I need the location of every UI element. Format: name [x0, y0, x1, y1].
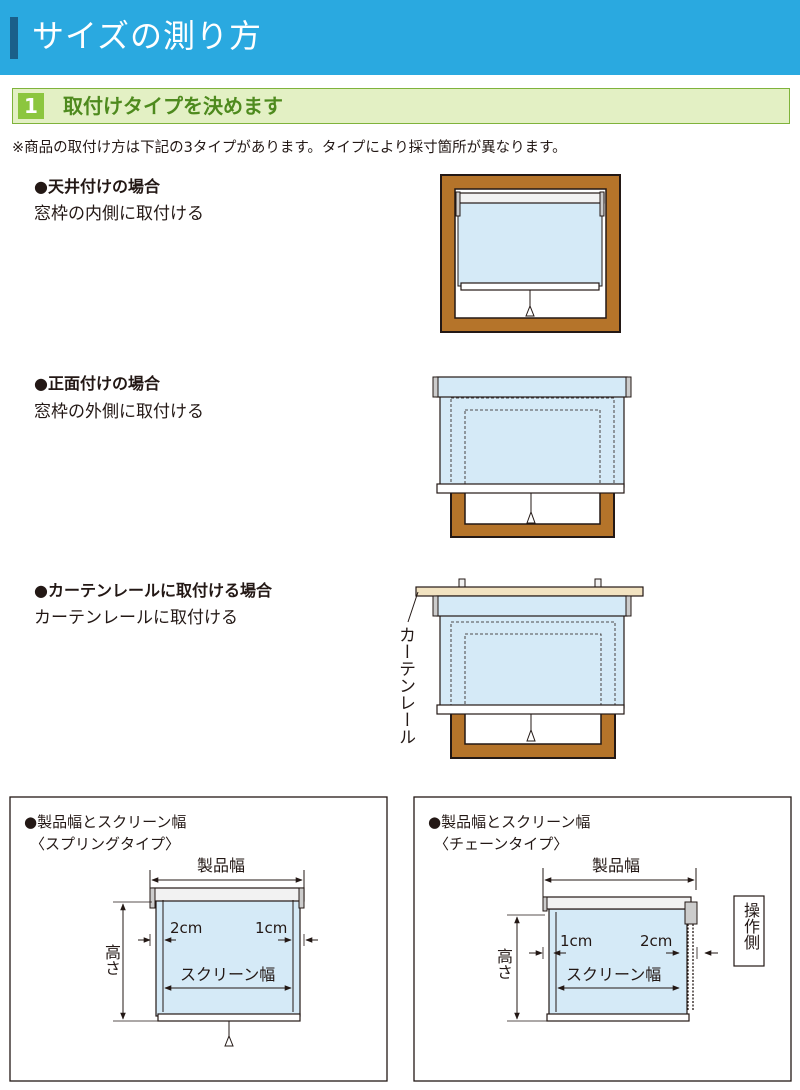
chain-right-margin-label: 2cm [640, 932, 673, 950]
spring-left-margin-label: 2cm [170, 919, 203, 937]
rail-mount-figure [407, 578, 644, 759]
spring-screen-width-label: スクリーン幅 [180, 965, 276, 984]
type-rail-desc: カーテンレールに取付ける [34, 608, 238, 628]
chain-operation-side-label: 操作側 [741, 902, 760, 950]
header-accent-bar [10, 17, 18, 59]
chain-left-margin-label: 1cm [560, 932, 593, 950]
note-text: ※商品の取付け方は下記の3タイプがあります。タイプにより採寸箇所が異なります。 [12, 140, 567, 156]
step-banner: 1 取付けタイプを決めます [12, 88, 790, 124]
spring-height-label: 高さ [102, 944, 121, 976]
spring-box-subtitle: 〈スプリングタイプ〉 [30, 835, 181, 853]
spring-diagram [113, 870, 318, 1047]
spring-product-width-label: 製品幅 [197, 856, 246, 875]
type-front-desc: 窓枠の外側に取付ける [34, 402, 204, 422]
spring-box-title: ●製品幅とスクリーン幅 [24, 813, 187, 831]
ceiling-mount-figure [440, 174, 621, 333]
step-title: 取付けタイプを決めます [63, 94, 283, 118]
chain-product-width-label: 製品幅 [592, 856, 641, 875]
chain-box-subtitle: 〈チェーンタイプ〉 [434, 835, 569, 853]
type-rail-heading: ●カーテンレールに取付ける場合 [34, 581, 272, 600]
chain-box-title: ●製品幅とスクリーン幅 [428, 813, 591, 831]
type-front-heading: ●正面付けの場合 [34, 374, 160, 393]
type-ceiling-desc: 窓枠の内側に取付ける [34, 204, 204, 224]
chain-height-label: 高さ [494, 948, 513, 980]
curtain-rail-label: カーテンレール [395, 626, 415, 745]
chain-diagram [507, 868, 765, 1022]
front-mount-figure [432, 376, 632, 538]
type-ceiling-heading: ●天井付けの場合 [34, 177, 160, 196]
step-number-badge: 1 [18, 93, 44, 119]
page-header: サイズの測り方 [0, 0, 800, 75]
spring-right-margin-label: 1cm [255, 919, 288, 937]
page-title: サイズの測り方 [32, 17, 263, 55]
chain-screen-width-label: スクリーン幅 [566, 965, 662, 984]
